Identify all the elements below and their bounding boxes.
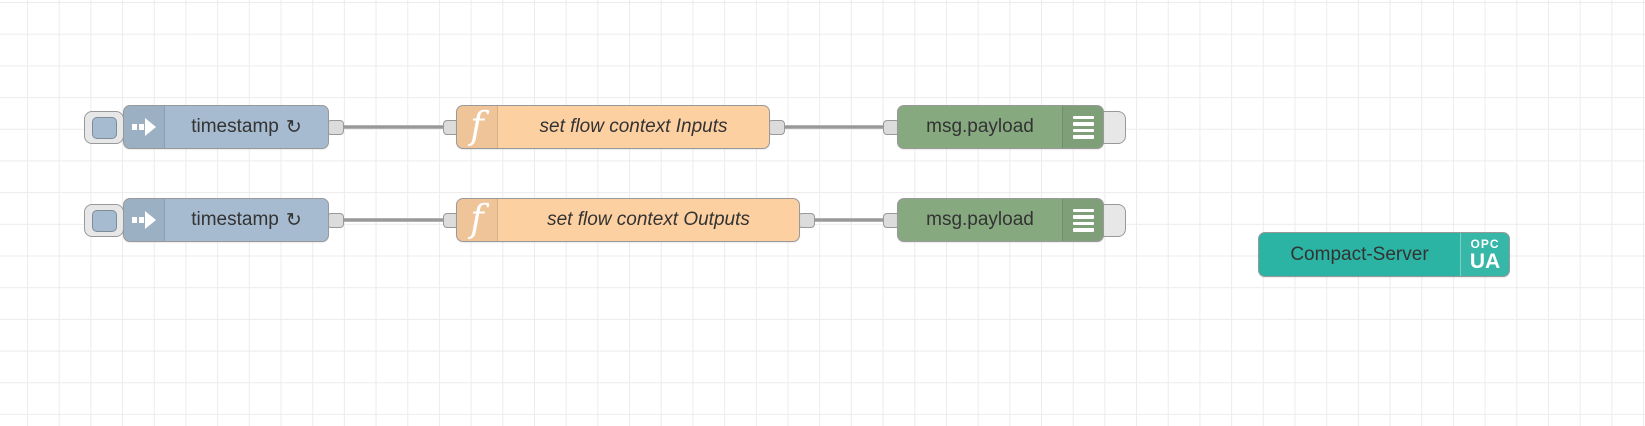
debug-node[interactable]: msg.payload (897, 198, 1104, 242)
inject-output-port[interactable] (327, 213, 344, 228)
function-node[interactable]: f set flow context Outputs (456, 198, 800, 242)
repeat-interval-icon: ↻ (285, 209, 302, 231)
node-label: timestamp ↻ (165, 106, 328, 148)
opcua-compact-server-node[interactable]: Compact-Server OPC UA (1258, 232, 1510, 277)
debug-icon-region (1062, 199, 1103, 241)
debug-lines-icon (1072, 208, 1094, 232)
function-node[interactable]: f set flow context Inputs (456, 105, 770, 149)
opcua-badge-line1: OPC (1470, 236, 1500, 251)
inject-trigger-button-inner (91, 116, 117, 139)
inject-node[interactable]: timestamp ↻ (123, 105, 329, 149)
node-label: set flow context Inputs (539, 116, 728, 137)
inject-arrow-icon (132, 211, 156, 229)
inject-trigger-button[interactable] (84, 204, 124, 237)
inject-label-text: timestamp (191, 116, 279, 137)
debug-lines-icon (1072, 115, 1094, 139)
inject-node[interactable]: timestamp ↻ (123, 198, 329, 242)
debug-icon-region (1062, 106, 1103, 148)
inject-output-port[interactable] (327, 120, 344, 135)
node-label: Compact-Server (1290, 243, 1429, 265)
node-label: timestamp ↻ (165, 199, 328, 241)
function-icon-region: f (457, 106, 498, 148)
node-label: set flow context Outputs (547, 209, 750, 230)
inject-icon-region (124, 106, 165, 148)
function-f-icon: f (470, 198, 484, 240)
debug-node[interactable]: msg.payload (897, 105, 1104, 149)
function-f-icon: f (470, 105, 484, 147)
repeat-interval-icon: ↻ (285, 116, 302, 138)
function-icon-region: f (457, 199, 498, 241)
function-output-port[interactable] (798, 213, 815, 228)
node-label: msg.payload (926, 209, 1034, 230)
inject-trigger-button[interactable] (84, 111, 124, 144)
opcua-badge: OPC UA (1460, 233, 1509, 276)
inject-label-text: timestamp (191, 209, 279, 230)
inject-icon-region (124, 199, 165, 241)
inject-arrow-icon (132, 118, 156, 136)
opcua-badge-line2: UA (1469, 249, 1501, 273)
inject-trigger-button-inner (91, 209, 117, 232)
function-output-port[interactable] (768, 120, 785, 135)
node-label: msg.payload (926, 116, 1034, 137)
